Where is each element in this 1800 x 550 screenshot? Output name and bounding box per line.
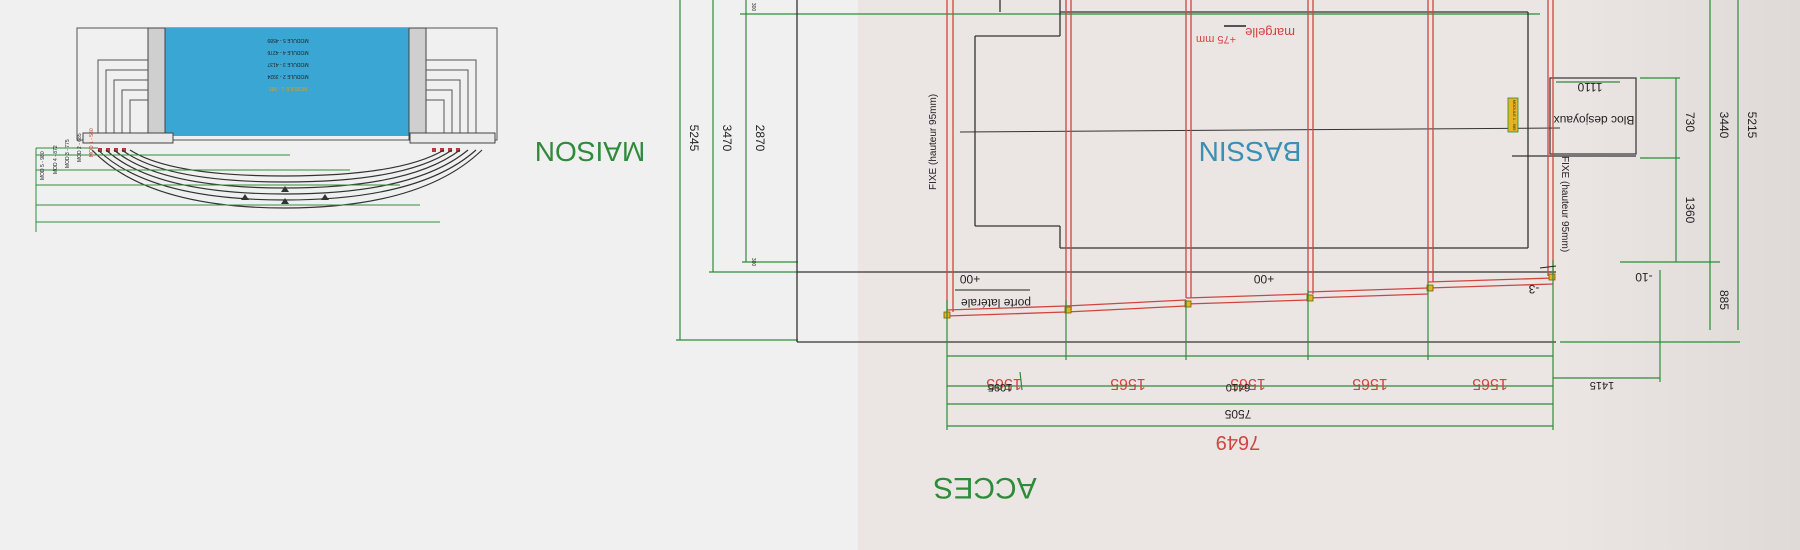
dim-1565-c: 1565 — [1230, 375, 1266, 392]
building-outline — [796, 0, 1556, 343]
paper-sheet-left — [0, 0, 858, 550]
fixe-left-label: FIXE (hauteur 95mm) — [928, 94, 939, 190]
inset-module-3: MODULE 3 - 4137 — [267, 61, 308, 67]
level-m10: -10 — [1635, 270, 1653, 284]
inset-mod-3: MOD 3 - 775 — [65, 139, 71, 168]
porte-laterale: porte latérale +00 — [955, 272, 1031, 310]
margelle-label: margelle — [1245, 25, 1295, 40]
inset-mod-2: MOD 2 - 685 — [77, 133, 83, 162]
dim-1415: 1415 — [1590, 379, 1614, 391]
dim-1360: 1360 — [1683, 197, 1697, 224]
inset-steps-left — [97, 59, 148, 140]
dim-7649: 7649 — [1216, 431, 1261, 453]
level-m3-tick — [1539, 265, 1557, 269]
dim-1565-e: 1565 — [1472, 375, 1508, 392]
paper-shadow — [1560, 0, 1800, 550]
inset-module-2: MODULE 2 - 3924 — [267, 73, 308, 79]
module1-badge: MODULE 1 - 985 — [1507, 97, 1519, 133]
inset-mod-1: MOD 1 - 580 — [89, 128, 95, 157]
inset-mod-4: MOD 4 - 872 — [53, 145, 59, 174]
right-dim-lines — [1556, 0, 1740, 343]
dim-300-bottom: 300 — [750, 258, 756, 267]
inset-steps-right — [426, 59, 477, 140]
green-dim-lines — [946, 260, 1661, 430]
left-dim-lines — [676, 0, 1540, 341]
inset-base-left — [82, 132, 174, 144]
dim-6410: 6410 — [1226, 381, 1250, 393]
level-00-left: +00 — [959, 272, 980, 286]
dim-3440: 3440 — [1717, 112, 1731, 139]
dim-3470: 3470 — [720, 125, 734, 152]
dim-1565-b: 1565 — [1110, 375, 1146, 392]
porte-label: porte latérale — [961, 296, 1031, 310]
inset-curves — [91, 149, 483, 209]
inset-base-right — [409, 132, 496, 144]
level-m3: -3 — [1528, 282, 1539, 296]
inset-module-1: MODULE 1 - 985 — [269, 85, 308, 91]
dim-1110: 1110 — [1577, 80, 1602, 94]
dim-5245: 5245 — [687, 125, 701, 152]
dim-300-top: 300 — [750, 3, 756, 12]
inset-wall-right — [408, 27, 427, 141]
inset-mod-5: MOD 5 - 980 — [40, 151, 46, 180]
inset-marks — [98, 148, 460, 152]
dim-7505: 7505 — [1224, 407, 1251, 421]
inset-dim-lines — [35, 147, 440, 232]
acces-label: ACCES — [933, 471, 1036, 504]
fixe-right-label: FIXE (hauteur 95mm) — [1559, 156, 1570, 252]
inset-arrows — [241, 186, 329, 204]
inset-pool — [165, 28, 409, 136]
red-vertical-lines — [946, 0, 1554, 312]
module1-label: MODULE 1 - 985 — [1512, 100, 1517, 131]
dim-1565-a: 1565 — [986, 375, 1022, 392]
dim-1565-d: 1565 — [1352, 375, 1388, 392]
inset-wall-left — [147, 27, 166, 141]
red-step-lines — [946, 277, 1554, 317]
pool-centerline — [959, 127, 1561, 133]
inset-diagram: MODULE 1 - 985 MODULE 2 - 3924 MODULE 3 … — [35, 27, 498, 232]
bloc-desjoyaux: Bloc desjoyaux — [1512, 77, 1637, 157]
bassin-label: BASSIN — [1199, 136, 1302, 167]
margelle-note: margelle +75 mm — [1196, 25, 1295, 45]
bloc-label: Bloc desjoyaux — [1554, 113, 1635, 127]
dim-1095: 1095 — [988, 381, 1012, 393]
inset-module-5: MODULE 5 - 4589 — [267, 37, 308, 43]
dim-2870: 2870 — [753, 125, 767, 152]
paper-sheet-right — [858, 0, 1800, 550]
bloc-box — [1549, 77, 1637, 155]
level-00-center: +00 — [1253, 272, 1274, 286]
inset-module-4: MODULE 4 - 4276 — [267, 49, 308, 55]
maison-label: MAISON — [535, 136, 645, 167]
dim-5215: 5215 — [1745, 112, 1759, 139]
dim-730: 730 — [1683, 112, 1697, 132]
dim-885: 885 — [1717, 290, 1731, 310]
plus75-label: +75 mm — [1196, 33, 1236, 45]
inset-mod-labels: MOD 1 - 580 MOD 2 - 685 MOD 3 - 775 MOD … — [40, 128, 95, 180]
inset-module-labels: MODULE 1 - 985 MODULE 2 - 3924 MODULE 3 … — [267, 37, 308, 91]
